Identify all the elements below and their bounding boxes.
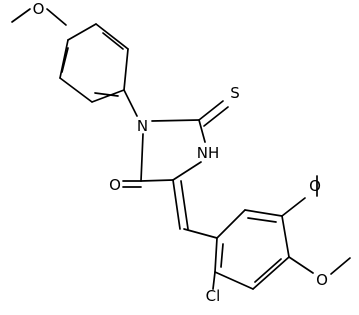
- bond: [11, 8, 31, 23]
- bond: [214, 271, 254, 290]
- bond: [61, 47, 69, 73]
- bond: [123, 89, 138, 117]
- bond: [288, 256, 314, 274]
- bond: [123, 48, 129, 91]
- bond: [198, 119, 206, 143]
- bond: [94, 92, 119, 97]
- bond: [46, 8, 67, 26]
- bond: [172, 179, 181, 230]
- bond: [252, 256, 290, 290]
- bond: [281, 197, 306, 217]
- bond: [212, 271, 216, 290]
- atom-label: O: [33, 0, 45, 18]
- bond: [254, 258, 282, 283]
- atom-label: Cl: [206, 287, 221, 305]
- bond: [220, 243, 224, 268]
- bond: [244, 209, 283, 217]
- bond: [59, 39, 69, 79]
- bond: [172, 161, 202, 181]
- bond: [91, 89, 125, 103]
- bond: [95, 23, 129, 50]
- atom-label: O: [316, 271, 328, 289]
- bond: [247, 217, 277, 223]
- bond: [330, 257, 351, 275]
- bond: [216, 209, 246, 239]
- atom-label: N: [137, 117, 148, 135]
- bond: [281, 215, 290, 258]
- bond: [67, 23, 97, 41]
- bond: [203, 106, 229, 127]
- atom-label: O: [309, 177, 321, 195]
- bond: [140, 179, 174, 182]
- bond: [198, 100, 224, 121]
- bond: [59, 77, 93, 103]
- bond: [214, 237, 218, 273]
- bond: [151, 119, 200, 122]
- bond: [140, 133, 144, 182]
- atom-label: O: [109, 176, 121, 194]
- atom-label: NH: [197, 144, 220, 162]
- atom-label: S: [230, 84, 240, 102]
- bond: [183, 228, 218, 239]
- bond: [102, 32, 124, 50]
- bond: [180, 180, 189, 230]
